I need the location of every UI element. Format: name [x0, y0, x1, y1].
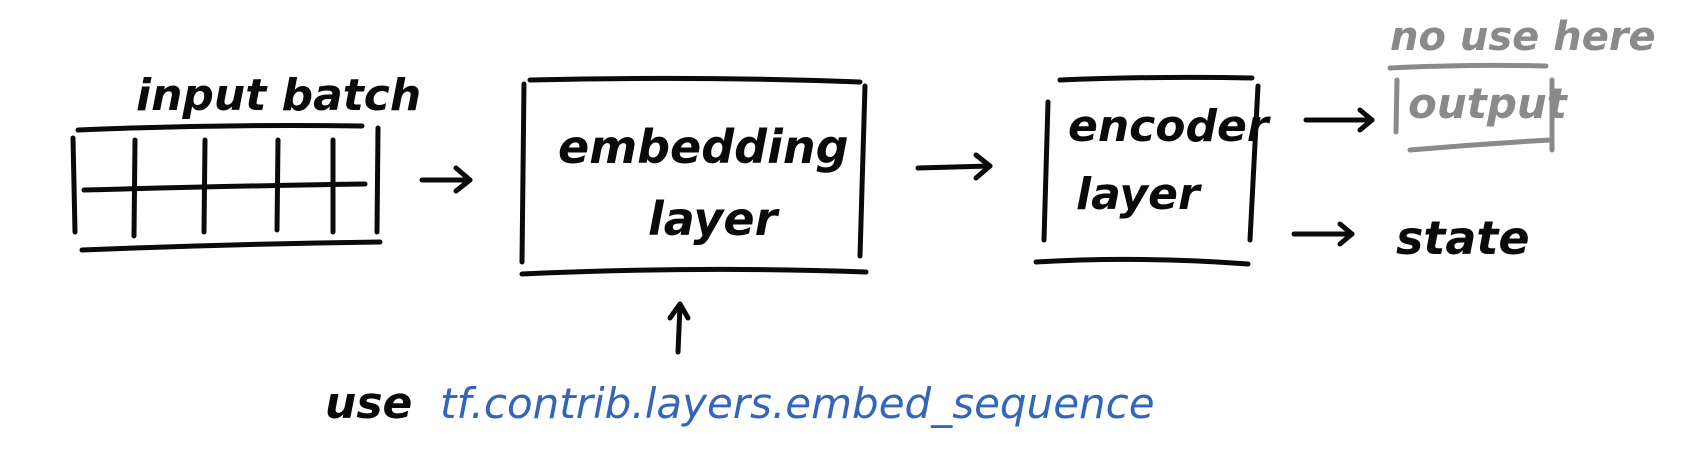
- embedding-label-line2: layer: [648, 192, 781, 246]
- use-label: use: [325, 378, 412, 429]
- arrow-embedding-to-encoder: [915, 152, 993, 181]
- arrow-api-to-embedding: [667, 301, 691, 355]
- embedding-layer-box: [519, 75, 869, 277]
- encoder-label-line2: layer: [1076, 169, 1202, 220]
- output-box: [1387, 62, 1555, 153]
- api-call-label: tf.contrib.layers.embed_sequence: [440, 379, 1155, 428]
- arrow-input-to-embedding: [419, 165, 473, 194]
- output-label: output: [1408, 79, 1569, 128]
- encoder-label-line1: encoder: [1068, 101, 1271, 152]
- input-batch-grid: [70, 123, 383, 253]
- state-label: state: [1396, 211, 1530, 265]
- encoder-layer-box: [1033, 74, 1261, 267]
- arrow-encoder-to-state: [1291, 221, 1355, 247]
- arrow-encoder-to-output: [1303, 107, 1375, 133]
- no-use-here-note: no use here: [1390, 14, 1656, 60]
- input-batch-label: input batch: [136, 70, 421, 121]
- embedding-label-line1: embedding: [558, 120, 849, 174]
